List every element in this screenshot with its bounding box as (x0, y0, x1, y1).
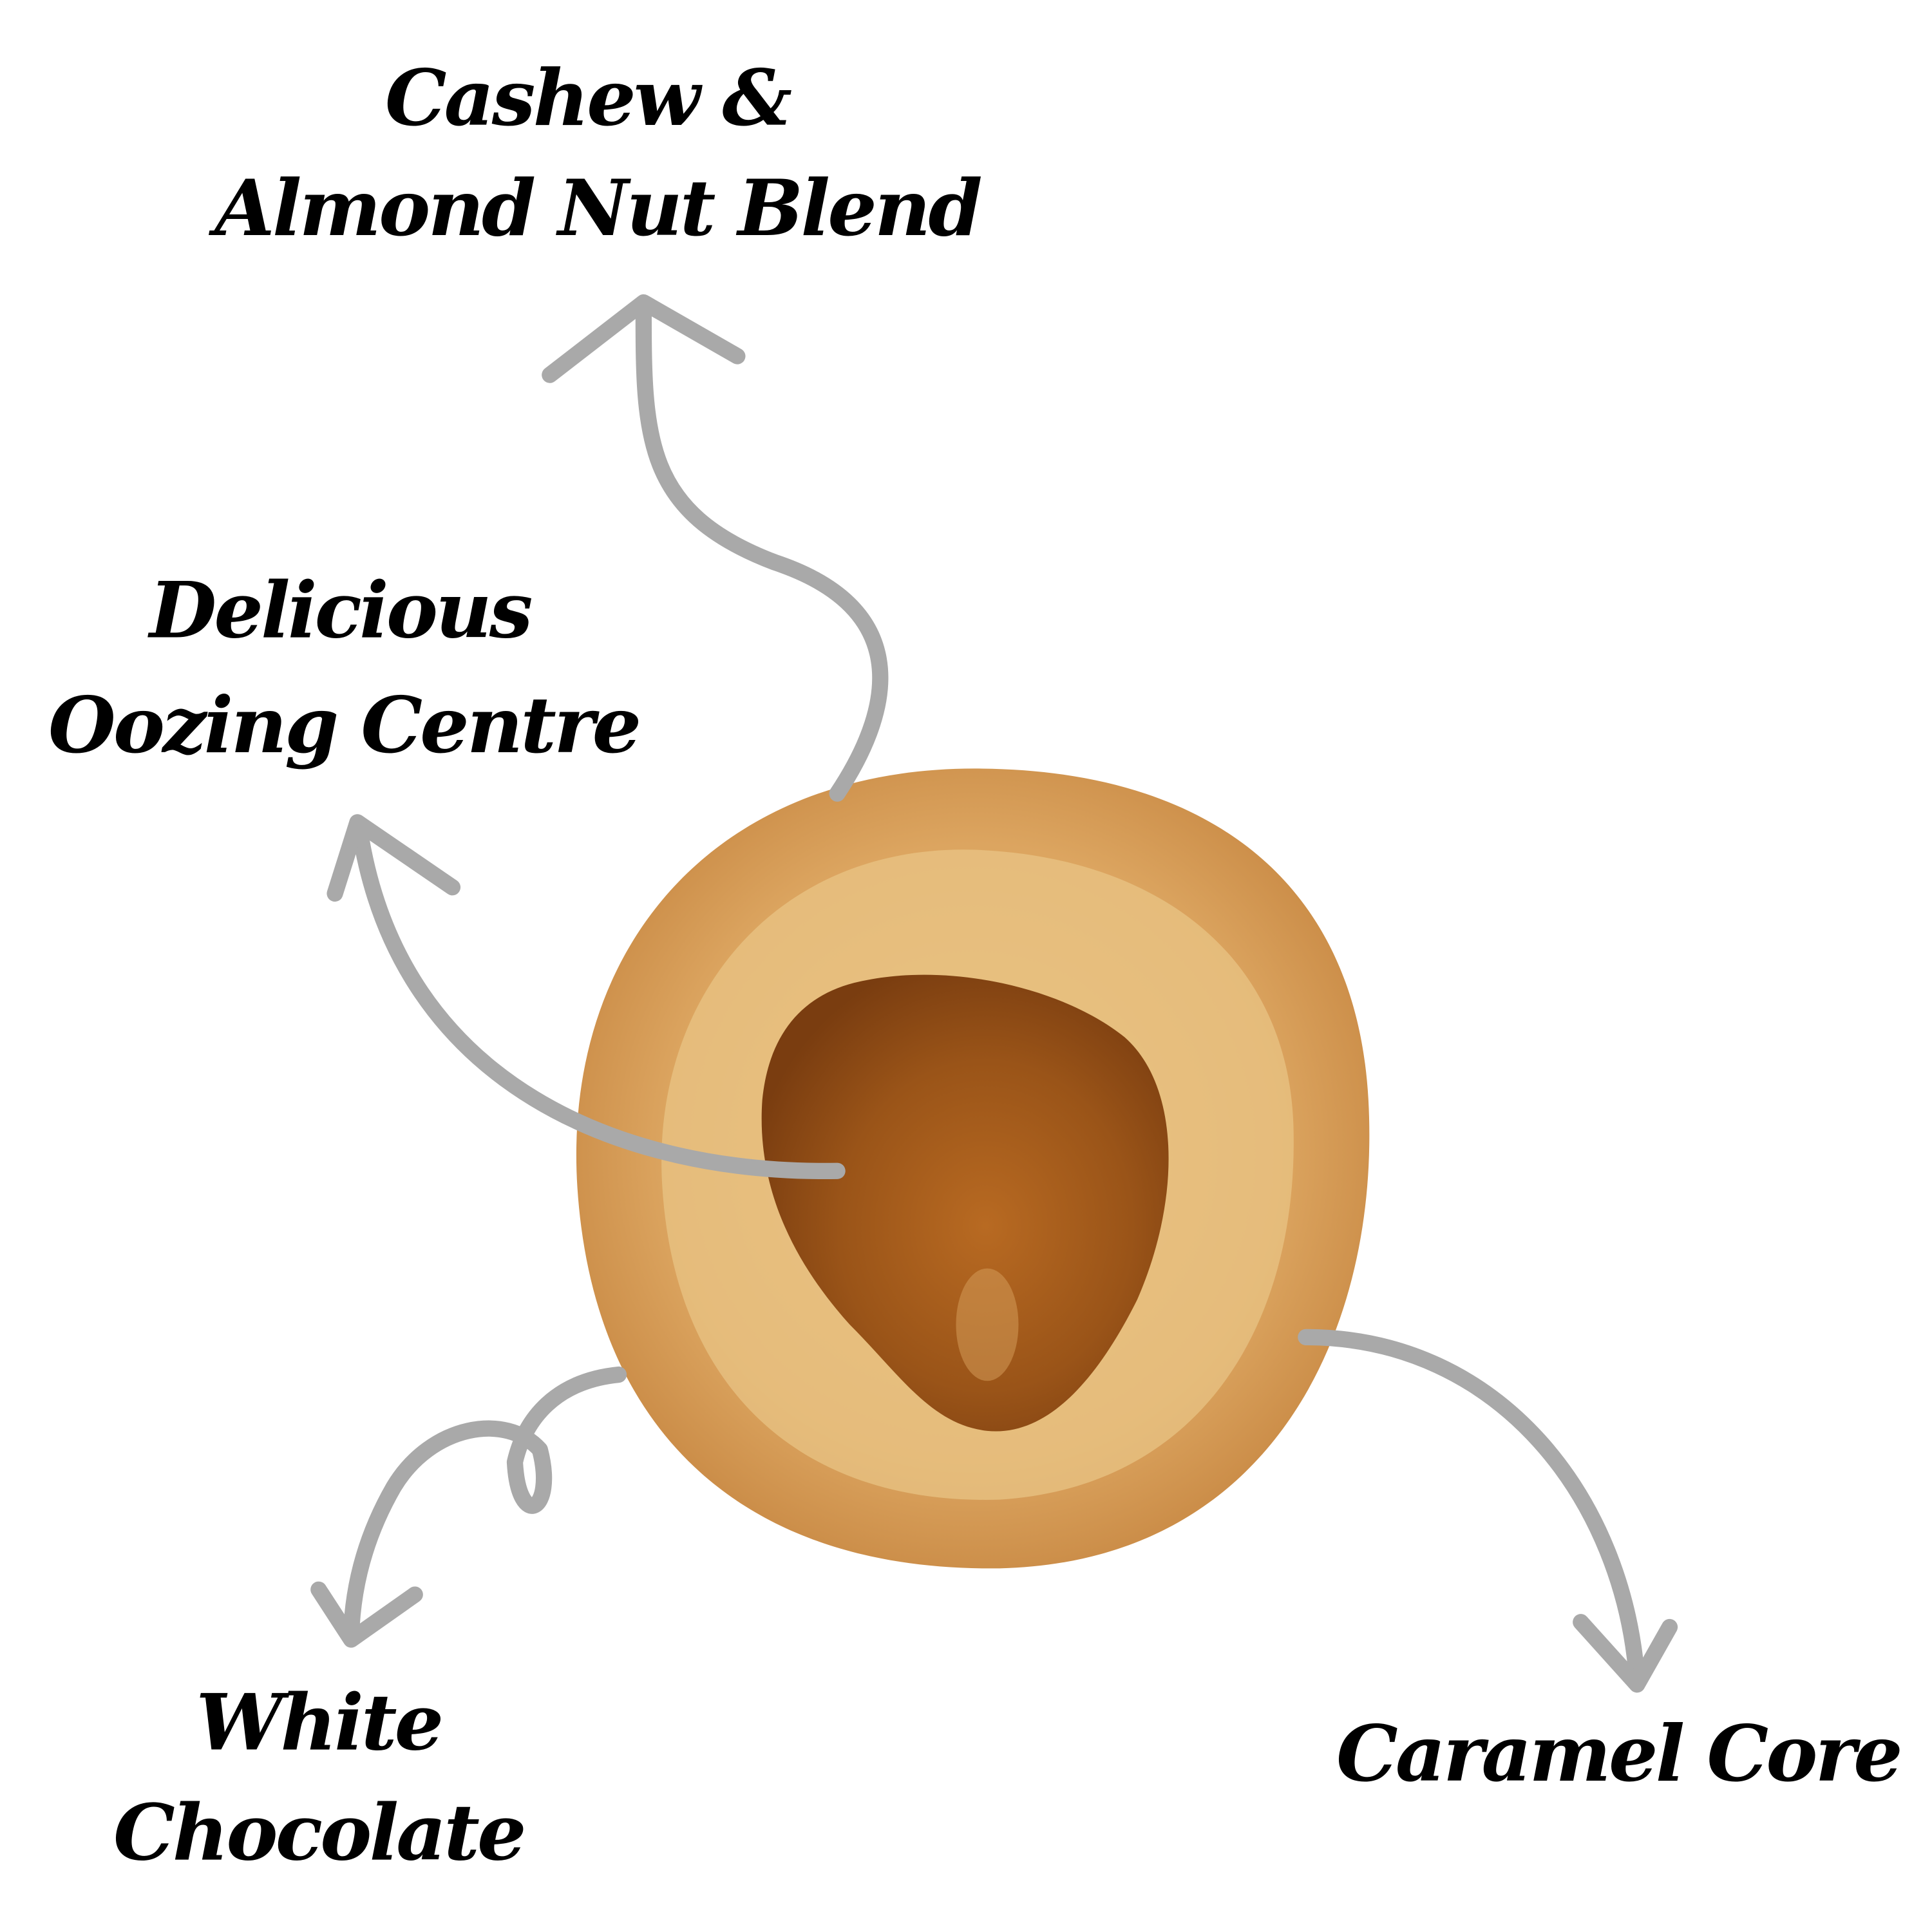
label-white-chocolate-line2: Chocolate (113, 1787, 524, 1878)
arrow-nut-blend (542, 294, 889, 802)
label-nut-blend-line1: Cashew & (385, 53, 792, 144)
cookie-image (576, 768, 1370, 1569)
label-oozing-line1: Delicious (147, 565, 532, 656)
caramel-centre (761, 974, 1169, 1432)
label-white-chocolate-line1: White (196, 1678, 441, 1768)
arrow-white-chocolate (310, 1366, 627, 1648)
arrow-caramel-core (1298, 1329, 1678, 1693)
arrow-oozing-centre (327, 814, 846, 1179)
label-nut-blend-line2: Almond Nut Blend (208, 163, 981, 254)
label-oozing-line2: Oozing Centre (48, 680, 639, 771)
label-caramel-core: Caramel Core (1336, 1709, 1900, 1799)
